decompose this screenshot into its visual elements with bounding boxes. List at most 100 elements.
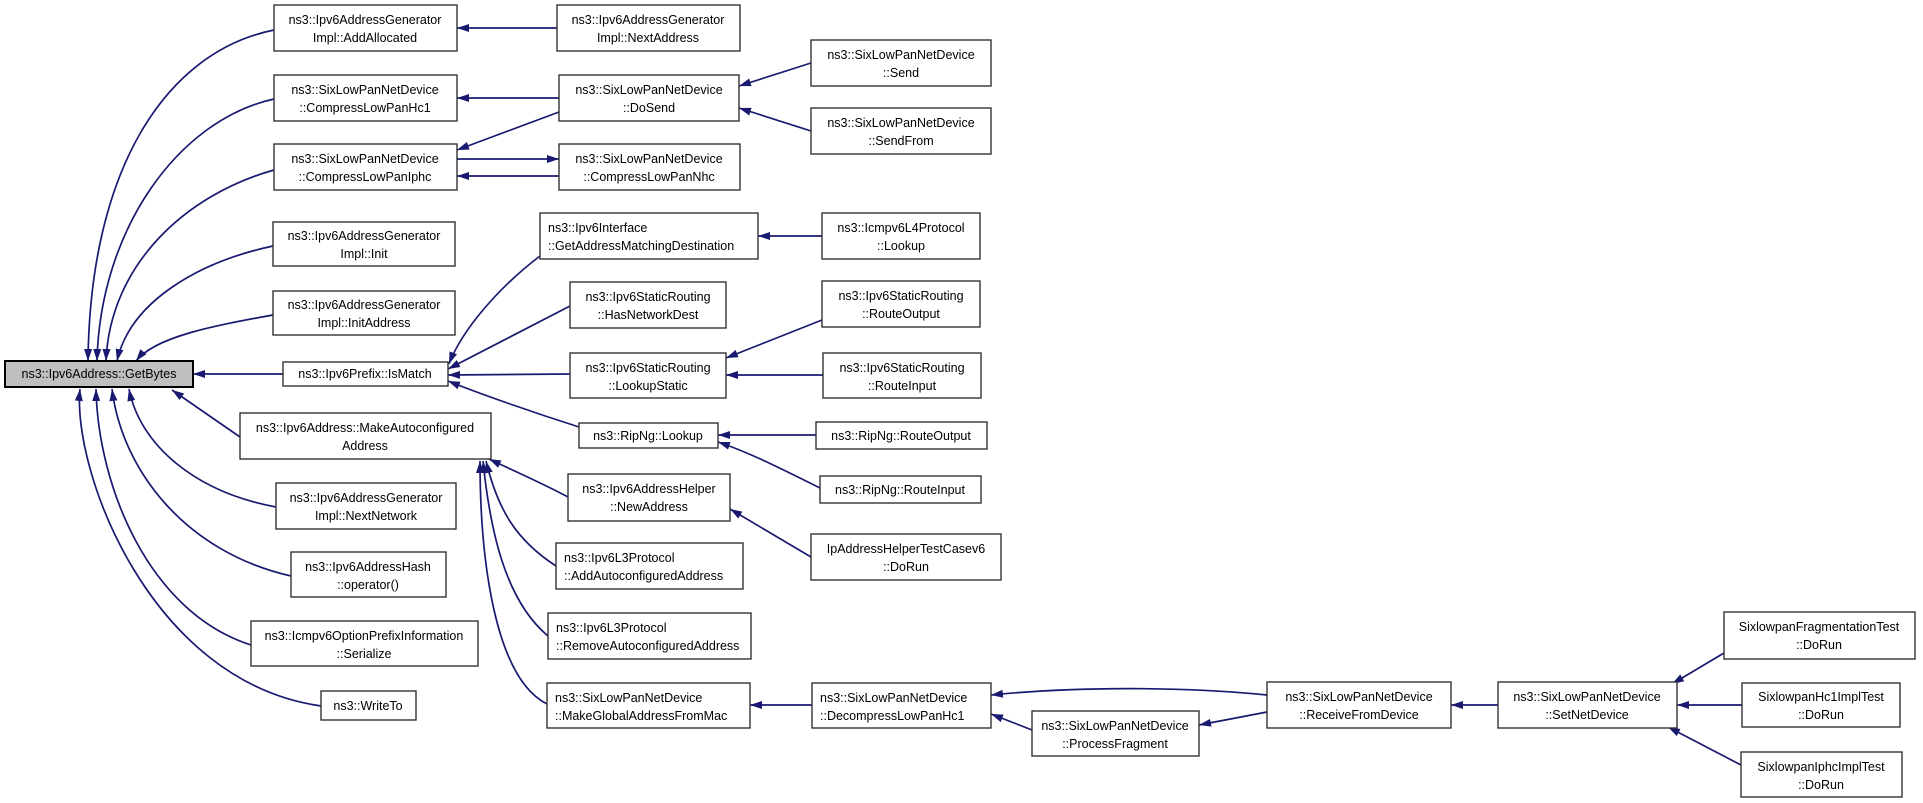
node-ripngrouteinput[interactable]: ns3::RipNg::RouteInput	[819, 475, 982, 504]
node-nextnetwork-box[interactable]	[275, 482, 457, 530]
node-lookupstatic[interactable]: ns3::Ipv6StaticRouting ::LookupStatic	[569, 352, 727, 399]
node-initaddress[interactable]: ns3::Ipv6AddressGenerator Impl::InitAddr…	[272, 290, 456, 336]
node-dosend-line1: ns3::SixLowPanNetDevice	[575, 83, 722, 97]
node-hc1impltest-box[interactable]	[1741, 682, 1901, 728]
node-makeglobaladdressfrommac[interactable]: ns3::SixLowPanNetDevice ::MakeGlobalAddr…	[546, 682, 751, 729]
node-staticrouteinput-line2: ::RouteInput	[868, 379, 937, 393]
node-serialize-box[interactable]	[250, 620, 479, 667]
node-ripnglookup-box[interactable]	[578, 422, 719, 449]
node-fragmentationtest-box[interactable]	[1723, 611, 1916, 660]
node-staticrouteoutput-line1: ns3::Ipv6StaticRouting	[838, 289, 963, 303]
node-hc1impltest[interactable]: SixlowpanHc1ImplTest ::DoRun	[1741, 682, 1901, 728]
node-processfragment-box[interactable]	[1031, 710, 1200, 757]
node-ismatch-box[interactable]	[282, 361, 449, 387]
node-receivefromdevice-line1: ns3::SixLowPanNetDevice	[1285, 690, 1432, 704]
node-lookupstatic-box[interactable]	[569, 352, 727, 399]
edge-send-dosend	[738, 62, 812, 87]
node-ripngrouteoutput[interactable]: ns3::RipNg::RouteOutput	[815, 421, 988, 450]
node-dosend[interactable]: ns3::SixLowPanNetDevice ::DoSend	[558, 74, 740, 122]
node-serialize[interactable]: ns3::Icmpv6OptionPrefixInformation ::Ser…	[250, 620, 479, 667]
node-getaddressmatchingdestination[interactable]: ns3::Ipv6Interface ::GetAddressMatchingD…	[539, 212, 759, 260]
node-compresslowpanhc1-box[interactable]	[273, 74, 458, 122]
node-makeglobaladdressfrommac-box[interactable]	[546, 682, 751, 729]
node-initaddress-box[interactable]	[272, 290, 456, 336]
node-send-box[interactable]	[810, 39, 992, 87]
node-getbytes[interactable]: ns3::Ipv6Address::GetBytes	[4, 360, 194, 388]
node-setnetdevice[interactable]: ns3::SixLowPanNetDevice ::SetNetDevice	[1497, 681, 1678, 729]
node-addallocated-line2: Impl::AddAllocated	[313, 31, 417, 45]
node-icmpv6lookup[interactable]: ns3::Icmpv6L4Protocol ::Lookup	[821, 212, 981, 260]
node-compresslowpannhc[interactable]: ns3::SixLowPanNetDevice ::CompressLowPan…	[558, 143, 741, 191]
node-decompresslowpanhc1-line2: ::DecompressLowPanHc1	[820, 709, 965, 723]
node-decompresslowpanhc1[interactable]: ns3::SixLowPanNetDevice ::DecompressLowP…	[811, 682, 992, 729]
node-getbytes-box[interactable]	[4, 360, 194, 388]
node-makeautoconfigured-box[interactable]	[239, 412, 492, 460]
node-writeto[interactable]: ns3::WriteTo	[320, 690, 417, 721]
node-addautoconfiguredaddress[interactable]: ns3::Ipv6L3Protocol ::AddAutoconfiguredA…	[555, 542, 744, 590]
node-addallocated-line1: ns3::Ipv6AddressGenerator	[289, 13, 442, 27]
node-hasnetworkdest[interactable]: ns3::Ipv6StaticRouting ::HasNetworkDest	[569, 281, 727, 329]
node-ripngrouteoutput-box[interactable]	[815, 421, 988, 450]
node-makeautoconfigured[interactable]: ns3::Ipv6Address::MakeAutoconfigured Add…	[239, 412, 492, 460]
node-iphcimpltest[interactable]: SixlowpanIphcImplTest ::DoRun	[1740, 751, 1903, 798]
node-compresslowpanhc1[interactable]: ns3::SixLowPanNetDevice ::CompressLowPan…	[273, 74, 458, 122]
edge-newaddress-makeautoconfigured	[488, 458, 569, 498]
node-newaddress-box[interactable]	[567, 473, 731, 522]
node-decompresslowpanhc1-box[interactable]	[811, 682, 992, 729]
node-fragmentationtest-line2: ::DoRun	[1796, 638, 1842, 652]
node-receivefromdevice[interactable]: ns3::SixLowPanNetDevice ::ReceiveFromDev…	[1266, 681, 1452, 729]
node-nextnetwork-line1: ns3::Ipv6AddressGenerator	[290, 491, 443, 505]
node-iphcimpltest-box[interactable]	[1740, 751, 1903, 798]
node-receivefromdevice-box[interactable]	[1266, 681, 1452, 729]
node-hasnetworkdest-box[interactable]	[569, 281, 727, 329]
node-dosend-box[interactable]	[558, 74, 740, 122]
node-icmpv6lookup-line2: ::Lookup	[877, 239, 925, 253]
node-setnetdevice-box[interactable]	[1497, 681, 1678, 729]
node-nextaddress[interactable]: ns3::Ipv6AddressGenerator Impl::NextAddr…	[556, 4, 741, 52]
node-staticrouteoutput[interactable]: ns3::Ipv6StaticRouting ::RouteOutput	[821, 280, 981, 328]
node-getaddressmatchingdestination-box[interactable]	[539, 212, 759, 260]
node-hc1impltest-line2: ::DoRun	[1798, 708, 1844, 722]
node-ipaddresshelpertest-box[interactable]	[810, 533, 1002, 581]
node-addresshash[interactable]: ns3::Ipv6AddressHash ::operator()	[290, 551, 447, 598]
node-sendfrom-line2: ::SendFrom	[868, 134, 933, 148]
node-staticrouteoutput-box[interactable]	[821, 280, 981, 328]
node-ismatch[interactable]: ns3::Ipv6Prefix::IsMatch	[282, 361, 449, 387]
node-addallocated[interactable]: ns3::Ipv6AddressGenerator Impl::AddAlloc…	[273, 4, 458, 52]
node-removeautoconfiguredaddress-box[interactable]	[547, 612, 752, 660]
node-addautoconfiguredaddress-box[interactable]	[555, 542, 744, 590]
edge-sendfrom-dosend	[738, 107, 812, 132]
node-dosend-line2: ::DoSend	[623, 101, 675, 115]
node-processfragment[interactable]: ns3::SixLowPanNetDevice ::ProcessFragmen…	[1031, 710, 1200, 757]
node-ripngrouteinput-box[interactable]	[819, 475, 982, 504]
node-compresslowpannhc-box[interactable]	[558, 143, 741, 191]
node-addallocated-box[interactable]	[273, 4, 458, 52]
node-sendfrom[interactable]: ns3::SixLowPanNetDevice ::SendFrom	[810, 107, 992, 155]
node-addresshash-box[interactable]	[290, 551, 447, 598]
node-staticrouteinput[interactable]: ns3::Ipv6StaticRouting ::RouteInput	[822, 352, 982, 399]
node-nextaddress-box[interactable]	[556, 4, 741, 52]
node-init-box[interactable]	[272, 221, 456, 267]
node-ripngrouteoutput-label: ns3::RipNg::RouteOutput	[831, 429, 971, 443]
node-writeto-label: ns3::WriteTo	[333, 699, 402, 713]
node-ripnglookup[interactable]: ns3::RipNg::Lookup	[578, 422, 719, 449]
node-send[interactable]: ns3::SixLowPanNetDevice ::Send	[810, 39, 992, 87]
node-icmpv6lookup-box[interactable]	[821, 212, 981, 260]
node-nextnetwork[interactable]: ns3::Ipv6AddressGenerator Impl::NextNetw…	[275, 482, 457, 530]
edge-processfragment-decompresslowpanhc1	[990, 713, 1033, 731]
node-fragmentationtest[interactable]: SixlowpanFragmentationTest ::DoRun	[1723, 611, 1916, 660]
node-compresslowpaniphc[interactable]: ns3::SixLowPanNetDevice ::CompressLowPan…	[273, 143, 458, 191]
node-makeautoconfigured-line2: Address	[342, 439, 388, 453]
node-compresslowpaniphc-box[interactable]	[273, 143, 458, 191]
node-makeglobaladdressfrommac-line1: ns3::SixLowPanNetDevice	[555, 691, 702, 705]
node-staticrouteinput-box[interactable]	[822, 352, 982, 399]
node-removeautoconfiguredaddress[interactable]: ns3::Ipv6L3Protocol ::RemoveAutoconfigur…	[547, 612, 752, 660]
node-ipaddresshelpertest[interactable]: IpAddressHelperTestCasev6 ::DoRun	[810, 533, 1002, 581]
edge-compresslowpaniphc-getbytes	[102, 169, 275, 362]
node-staticrouteinput-line1: ns3::Ipv6StaticRouting	[839, 361, 964, 375]
node-iphcimpltest-line1: SixlowpanIphcImplTest	[1757, 760, 1885, 774]
node-init[interactable]: ns3::Ipv6AddressGenerator Impl::Init	[272, 221, 456, 267]
node-sendfrom-box[interactable]	[810, 107, 992, 155]
node-writeto-box[interactable]	[320, 690, 417, 721]
node-newaddress[interactable]: ns3::Ipv6AddressHelper ::NewAddress	[567, 473, 731, 522]
